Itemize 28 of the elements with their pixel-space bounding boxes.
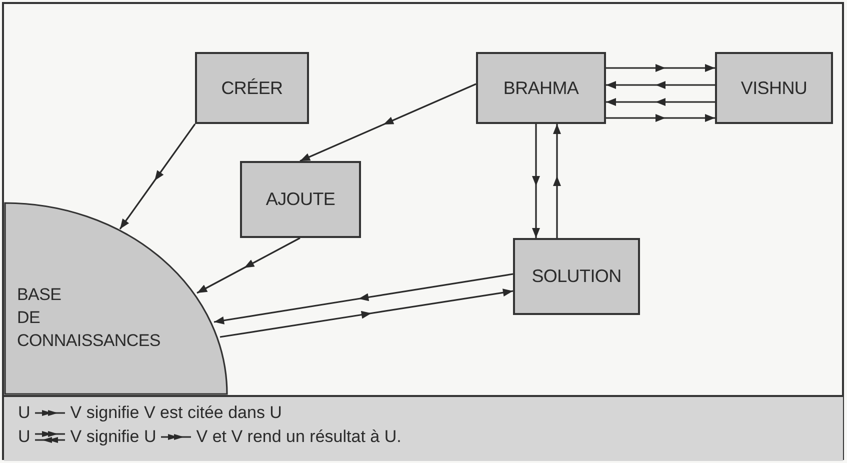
legend-text: V et V rend un résultat à U. bbox=[196, 427, 402, 447]
process-box bbox=[240, 161, 361, 238]
arrow bbox=[606, 114, 715, 122]
node-label: AJOUTE bbox=[266, 189, 336, 210]
arrow bbox=[606, 98, 715, 106]
arrow bbox=[606, 64, 715, 72]
node-label: VISHNU bbox=[740, 78, 808, 98]
arrow bbox=[532, 124, 540, 238]
arrow bbox=[300, 83, 476, 162]
arrow bbox=[214, 273, 514, 324]
node-label: BASE DE CONNAISSANCES bbox=[17, 284, 160, 352]
node-label: SOLUTION bbox=[532, 266, 622, 287]
process-box bbox=[476, 52, 606, 124]
knowledge-base-shape bbox=[5, 203, 230, 395]
legend-text: U bbox=[18, 427, 30, 447]
process-box bbox=[513, 238, 640, 315]
legend-text: U bbox=[18, 403, 30, 423]
arrow bbox=[119, 124, 196, 230]
arrow bbox=[606, 81, 715, 89]
arrow bbox=[553, 124, 561, 238]
legend-text: V signifie V est citée dans U bbox=[70, 403, 282, 423]
node-label: BRAHMA bbox=[503, 78, 579, 98]
node-label: CRÉER bbox=[221, 78, 283, 98]
arrow bbox=[220, 288, 514, 338]
process-box bbox=[195, 52, 309, 124]
legend-text: V signifie U bbox=[70, 427, 156, 447]
arrow bbox=[196, 237, 300, 294]
process-box bbox=[715, 52, 833, 124]
